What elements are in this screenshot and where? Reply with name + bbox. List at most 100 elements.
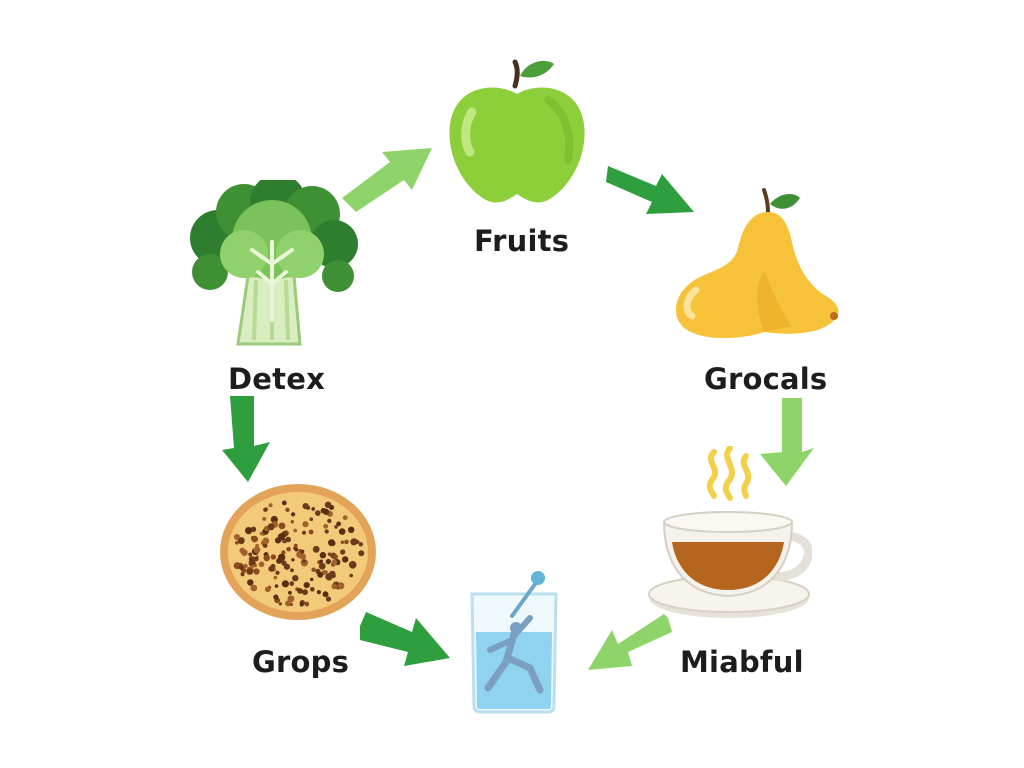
cracker-seed bbox=[319, 552, 327, 559]
cracker-seed bbox=[332, 554, 338, 560]
arrow-miabful-to-water bbox=[588, 614, 672, 670]
cracker-seed bbox=[302, 559, 306, 563]
arrow-grops-to-water bbox=[360, 612, 450, 666]
cracker-seed bbox=[273, 575, 278, 580]
cracker-seed bbox=[268, 503, 273, 508]
cracker-seed bbox=[342, 515, 348, 521]
cracker-seed bbox=[310, 577, 314, 582]
cracker-seed bbox=[263, 507, 268, 512]
cracker-seed bbox=[299, 602, 304, 607]
water-glass-figure-icon bbox=[470, 571, 558, 714]
cracker-seed bbox=[303, 582, 310, 589]
cracker-seed bbox=[323, 508, 330, 515]
cracker-seed bbox=[237, 537, 245, 545]
cracker-seed bbox=[267, 523, 275, 531]
seeded-cracker-icon bbox=[220, 484, 376, 620]
cracker-seed bbox=[348, 561, 357, 569]
cracker-seed bbox=[243, 563, 248, 569]
cracker-seed bbox=[296, 587, 301, 592]
node-label-miabful: Miabful bbox=[680, 645, 804, 679]
cracker-seed bbox=[324, 529, 329, 534]
cracker-seed bbox=[253, 568, 260, 575]
cracker-seed bbox=[337, 582, 345, 590]
cracker-seed bbox=[329, 505, 335, 510]
cracker-seed bbox=[325, 558, 332, 565]
cracker-seed bbox=[285, 600, 292, 607]
cracker-seed bbox=[264, 586, 271, 593]
cracker-seed bbox=[331, 583, 338, 590]
node-label-grocals: Grocals bbox=[704, 362, 828, 396]
cracker-seed bbox=[340, 540, 345, 544]
cracker-seed bbox=[274, 584, 279, 588]
cracker-seed bbox=[290, 568, 294, 573]
cracker-seed bbox=[252, 564, 256, 568]
cracker-seed bbox=[246, 568, 253, 575]
tea-cup-icon bbox=[648, 446, 812, 618]
cracker-seed bbox=[263, 554, 270, 562]
cracker-seed bbox=[344, 539, 349, 545]
cracker-seed bbox=[319, 559, 323, 564]
cracker-seed bbox=[302, 530, 306, 535]
yellow-pear-icon bbox=[675, 188, 839, 339]
cracker-seed bbox=[281, 580, 289, 588]
cracker-seed bbox=[240, 572, 245, 577]
cracker-seed bbox=[270, 515, 278, 524]
cracker-seed bbox=[338, 528, 346, 535]
cracker-seed bbox=[318, 562, 326, 570]
cracker-seed bbox=[358, 550, 365, 557]
cracker-seed bbox=[310, 587, 315, 592]
cracker-seed bbox=[270, 554, 277, 560]
node-label-grops: Grops bbox=[252, 645, 350, 679]
cracker-seed bbox=[262, 516, 267, 521]
cracker-seed bbox=[328, 539, 335, 547]
arrow-detex-to-fruits bbox=[342, 148, 432, 212]
broccoli-icon bbox=[190, 180, 358, 346]
cracker-seed bbox=[331, 559, 337, 565]
cracker-seed bbox=[315, 510, 321, 516]
cracker-seed bbox=[316, 590, 321, 595]
cracker-seed bbox=[253, 556, 259, 562]
cracker-seed bbox=[248, 556, 255, 563]
cracker-seed bbox=[299, 553, 306, 560]
node-label-fruits: Fruits bbox=[474, 224, 570, 258]
cracker-seed bbox=[329, 570, 336, 578]
cracker-seed bbox=[302, 521, 309, 528]
arrow-grocals-to-miabful bbox=[760, 398, 814, 486]
cracker-seed bbox=[288, 590, 292, 595]
cracker-seed bbox=[268, 565, 275, 572]
cracker-seed bbox=[247, 579, 254, 586]
cracker-seed bbox=[302, 589, 308, 596]
cracker-seed bbox=[276, 558, 282, 564]
cracker-seed bbox=[233, 534, 240, 540]
cracker-seed bbox=[302, 503, 309, 510]
cracker-seed bbox=[283, 563, 290, 570]
cracker-seed bbox=[291, 558, 295, 562]
cracker-seed bbox=[358, 542, 363, 547]
cracker-seed bbox=[291, 512, 296, 517]
cracker-seed bbox=[292, 575, 299, 582]
cracker-seed bbox=[285, 507, 290, 512]
cracker-seed bbox=[235, 541, 239, 545]
cracker-seed bbox=[253, 546, 261, 554]
cracker-seed bbox=[281, 550, 286, 555]
cracker-seed bbox=[259, 531, 264, 536]
cracker-seed bbox=[251, 535, 258, 543]
cracker-seed bbox=[340, 549, 346, 555]
cracker-seed bbox=[277, 533, 286, 541]
cracker-seed bbox=[293, 528, 298, 533]
cracker-seed bbox=[349, 573, 353, 578]
cracker-seed bbox=[281, 500, 287, 506]
arrow-fruits-to-grocals bbox=[606, 166, 694, 214]
cracker-seed bbox=[262, 543, 268, 548]
cracker-seed bbox=[275, 570, 280, 575]
cracker-seed bbox=[348, 526, 355, 533]
cracker-seed bbox=[245, 527, 253, 535]
cracker-seed bbox=[239, 547, 246, 554]
cracker-seed bbox=[286, 546, 291, 552]
cracker-seed bbox=[334, 525, 338, 529]
cracker-seed bbox=[317, 571, 324, 578]
cracker-seed bbox=[278, 522, 286, 530]
cracker-seed bbox=[322, 591, 329, 598]
cracker-seed bbox=[312, 545, 320, 553]
